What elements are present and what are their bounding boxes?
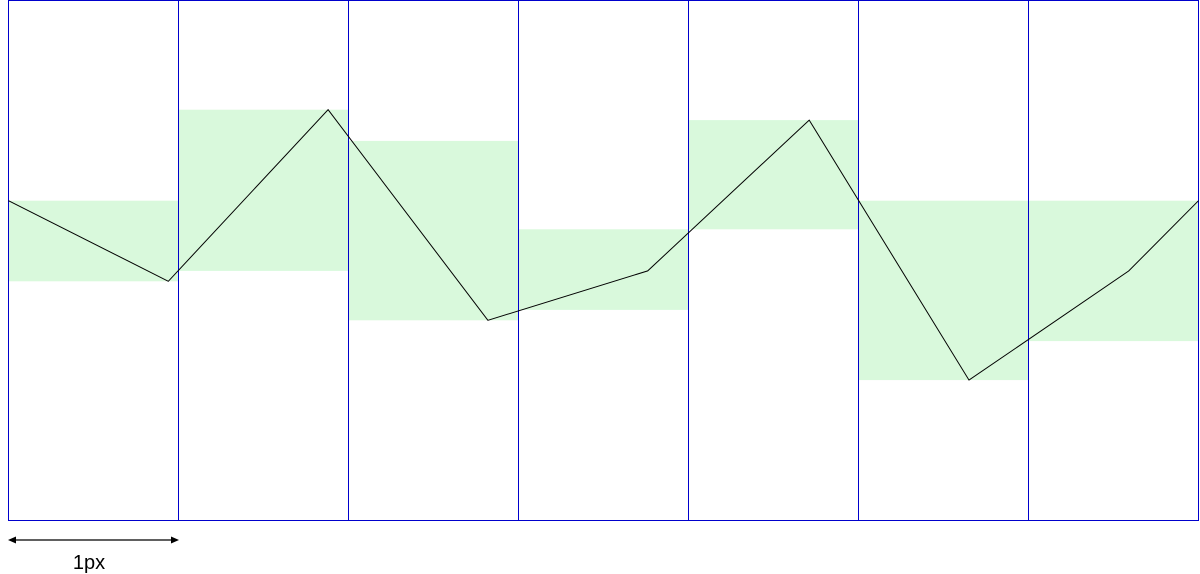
signal-line [8,108,1199,381]
range-band [518,229,689,310]
range-band [858,200,1029,381]
range-bands [8,109,1199,381]
pixel-column [1028,0,1199,521]
scale-label: 1px [73,552,105,574]
range-band [178,109,349,271]
pixel-columns [8,0,1199,521]
range-band [1028,200,1199,342]
range-band [8,200,179,282]
scale-arrow-right-head [171,536,179,544]
pixel-column [688,0,859,521]
range-band [348,140,519,321]
range-band [688,120,859,230]
scale-arrow-left-head [8,536,16,544]
scale-indicator: 1px [8,536,179,574]
